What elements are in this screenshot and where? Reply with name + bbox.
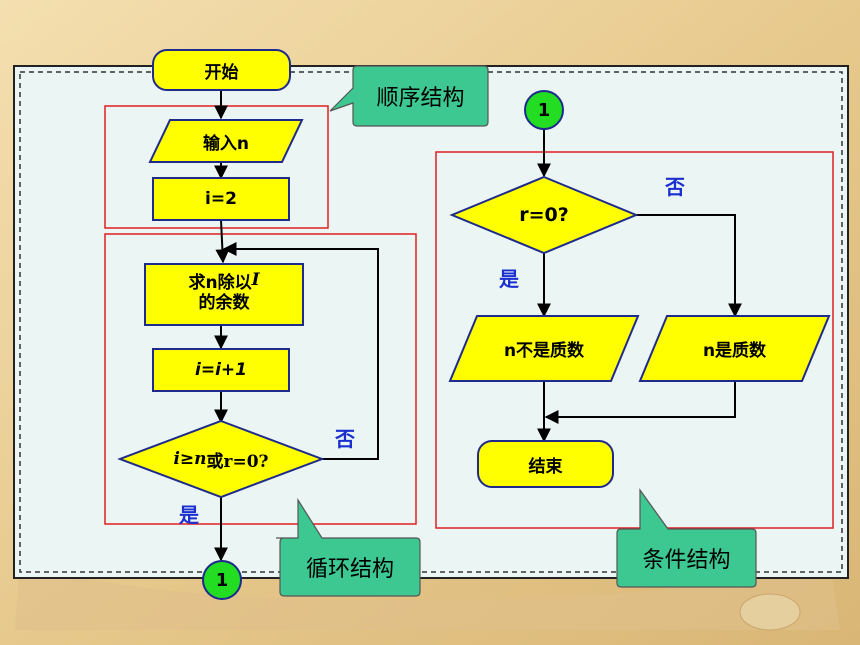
condition-region	[435, 151, 834, 529]
sequence-callout-shape	[329, 65, 489, 127]
input-parallelogram	[148, 119, 304, 163]
end-terminal	[477, 440, 614, 488]
r-decision	[449, 175, 639, 255]
not-prime-output	[448, 315, 640, 382]
right-flow-lines	[537, 129, 742, 443]
left-flow-lines	[214, 88, 379, 562]
loop-decision	[117, 419, 325, 499]
scroll-bottom	[15, 560, 840, 630]
panel-dashed-border	[19, 71, 843, 573]
remainder-process	[144, 263, 304, 326]
connector-1-bottom	[202, 560, 242, 600]
loop-callout-shape	[276, 497, 421, 597]
connector-1-top	[524, 90, 564, 130]
scroll-curl	[739, 593, 801, 631]
start-terminal	[152, 49, 291, 91]
condition-callout-shape	[616, 488, 757, 588]
prime-output	[638, 315, 831, 382]
increment-process	[152, 348, 290, 392]
loop-region	[104, 233, 417, 525]
init-process	[152, 177, 290, 221]
